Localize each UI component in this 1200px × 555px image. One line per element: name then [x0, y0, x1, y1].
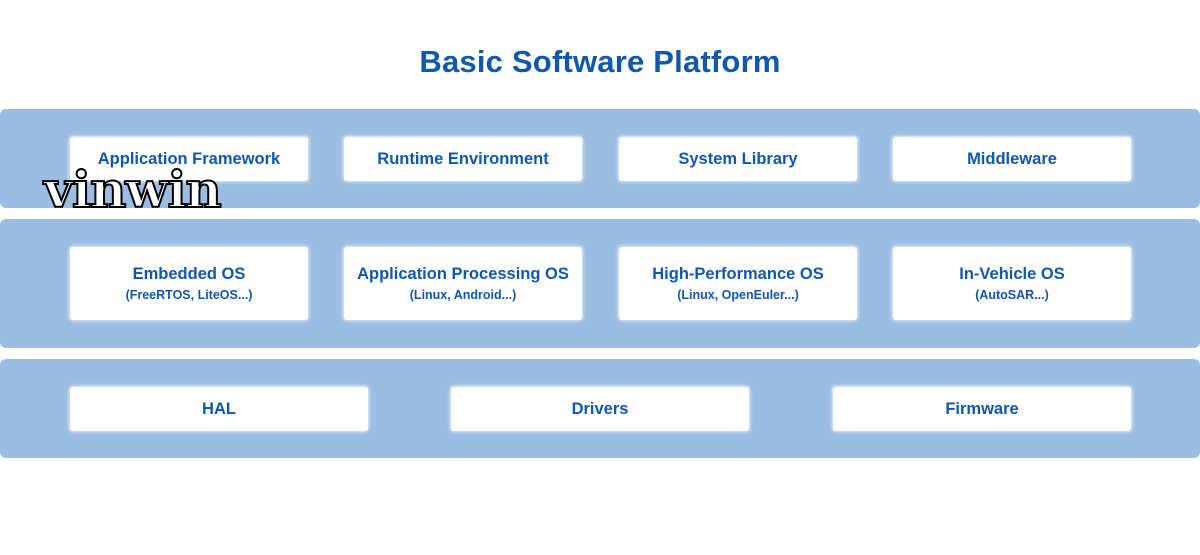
- box-label: Firmware: [945, 400, 1019, 418]
- box-embedded-os: Embedded OS (FreeRTOS, LiteOS...): [70, 247, 308, 320]
- application-layer: Application Framework Runtime Environmen…: [0, 109, 1200, 208]
- box-sublabel: (Linux, OpenEuler...): [677, 288, 799, 302]
- box-sublabel: (AutoSAR...): [975, 288, 1049, 302]
- box-label: High-Performance OS: [652, 265, 824, 283]
- os-layer: Embedded OS (FreeRTOS, LiteOS...) Applic…: [0, 219, 1200, 348]
- box-system-library: System Library: [619, 137, 857, 181]
- box-middleware: Middleware: [893, 137, 1131, 181]
- box-in-vehicle-os: In-Vehicle OS (AutoSAR...): [893, 247, 1131, 320]
- box-runtime-environment: Runtime Environment: [344, 137, 582, 181]
- box-label: Application Processing OS: [357, 265, 569, 283]
- hardware-layer: HAL Drivers Firmware: [0, 359, 1200, 458]
- box-label: System Library: [678, 150, 798, 168]
- box-label: In-Vehicle OS: [959, 265, 1065, 283]
- box-label: HAL: [202, 400, 236, 418]
- box-application-processing-os: Application Processing OS (Linux, Androi…: [344, 247, 582, 320]
- box-firmware: Firmware: [833, 387, 1131, 431]
- box-label: Drivers: [571, 400, 629, 418]
- box-label: Embedded OS: [132, 265, 246, 283]
- box-high-performance-os: High-Performance OS (Linux, OpenEuler...…: [619, 247, 857, 320]
- box-sublabel: (Linux, Android...): [409, 288, 517, 302]
- diagram-title: Basic Software Platform: [419, 44, 781, 79]
- box-label: Middleware: [967, 150, 1057, 168]
- box-hal: HAL: [70, 387, 368, 431]
- box-drivers: Drivers: [451, 387, 749, 431]
- watermark: vinwin: [43, 159, 223, 220]
- box-label: Runtime Environment: [377, 150, 549, 168]
- box-label: Application Framework: [97, 150, 281, 168]
- box-sublabel: (FreeRTOS, LiteOS...): [125, 288, 253, 302]
- box-application-framework: Application Framework: [70, 137, 308, 181]
